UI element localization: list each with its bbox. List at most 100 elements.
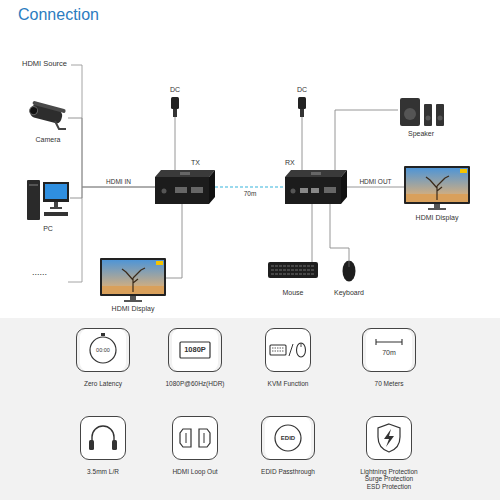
tx-hdmi-port bbox=[191, 187, 203, 193]
hdmi-cable bbox=[166, 204, 182, 278]
keyboard-keys bbox=[271, 266, 315, 274]
pc-screen bbox=[45, 184, 67, 199]
cable-label: 70m bbox=[242, 190, 259, 197]
rx-usb-port bbox=[311, 188, 319, 193]
speaker-cone bbox=[438, 116, 443, 121]
kvm-mouse-split bbox=[301, 343, 302, 347]
hdmi-cable bbox=[330, 204, 349, 260]
icon-ground bbox=[366, 416, 412, 460]
feature-caption: 70 Meters bbox=[375, 380, 404, 387]
tx-top bbox=[155, 170, 215, 177]
hdmi-display-picture bbox=[100, 258, 166, 302]
device-label: HDMI Display bbox=[112, 305, 155, 313]
device-label: Keyboard bbox=[334, 289, 364, 297]
feature-caption: Zero Latency bbox=[84, 380, 122, 387]
lightning-glyph bbox=[384, 429, 394, 447]
pc-monitor bbox=[43, 182, 69, 202]
device-label: DC bbox=[297, 86, 307, 94]
rx-front bbox=[285, 177, 341, 204]
rx-usb-port bbox=[300, 188, 308, 193]
feature-icon: KVM Function bbox=[265, 328, 311, 372]
extension-cable bbox=[215, 186, 285, 187]
pc-keyboard bbox=[44, 212, 68, 216]
feature-icon: HDMI Loop Out bbox=[172, 416, 218, 460]
dc-plug bbox=[171, 97, 179, 109]
source-bracket bbox=[68, 65, 82, 282]
tx-side bbox=[209, 170, 215, 204]
distance-glyph bbox=[376, 339, 402, 345]
device-label: Mouse bbox=[282, 289, 303, 297]
tx-logo bbox=[180, 172, 190, 175]
device-label: Camera bbox=[36, 136, 61, 144]
cable-label: HDMI IN bbox=[104, 178, 133, 185]
display-node: HDMI Display bbox=[100, 258, 166, 302]
feature-caption: 1080P@60Hz(HDR) bbox=[166, 380, 225, 387]
feature-caption: HDMI Loop Out bbox=[172, 468, 217, 475]
icon-text: 70m bbox=[363, 349, 415, 357]
feature-icon: EDIDEDID Passthrough bbox=[261, 416, 315, 460]
rx-logo bbox=[311, 172, 321, 175]
mouse-button-split bbox=[349, 261, 350, 267]
hdmi-pins bbox=[186, 433, 204, 443]
transmitter-box: TX bbox=[155, 170, 215, 204]
dc-plug-neck bbox=[300, 109, 304, 117]
mouse-picture bbox=[343, 261, 356, 282]
device-label: RX bbox=[285, 159, 295, 167]
feature-caption: Lightning Protection Surge Protection ES… bbox=[359, 468, 419, 490]
dc-plug-node: DC bbox=[170, 97, 180, 117]
shield-glyph bbox=[378, 424, 400, 452]
icon-text: 00:00 bbox=[77, 347, 129, 353]
camera-lens bbox=[29, 106, 39, 116]
hdmi-cable bbox=[70, 187, 155, 198]
clock-button bbox=[101, 333, 105, 336]
kvm-keys bbox=[272, 348, 284, 351]
icon-text: EDID bbox=[262, 435, 314, 442]
display-node: HDMI Display bbox=[404, 166, 470, 210]
rx-top bbox=[285, 170, 347, 177]
speaker-cone bbox=[426, 116, 431, 121]
subwoofer bbox=[400, 98, 420, 126]
satellite-speaker bbox=[436, 104, 444, 126]
camera-mount bbox=[55, 121, 66, 129]
headphone-band bbox=[92, 426, 114, 443]
hdmi-cable bbox=[347, 187, 404, 188]
camera-picture bbox=[28, 100, 66, 125]
hdmi-cable bbox=[175, 117, 176, 170]
tx-hdmi-port bbox=[175, 187, 187, 193]
speaker-node: Speaker bbox=[398, 94, 444, 126]
keyboard-picture bbox=[268, 262, 318, 278]
subwoofer-cone bbox=[404, 108, 416, 120]
icon-ground bbox=[172, 416, 218, 460]
feature-icon: 70m70 Meters bbox=[362, 328, 416, 372]
hdmi-display-picture bbox=[404, 166, 470, 210]
device-label: PC bbox=[43, 225, 53, 233]
rx-hdmi-port bbox=[324, 187, 336, 193]
group-heading: HDMI Source bbox=[22, 60, 67, 68]
dc-plug-node: DC bbox=[297, 97, 307, 117]
device-label: DC bbox=[170, 86, 180, 94]
input-device-node: Mouse bbox=[268, 262, 318, 278]
page-title: Connection bbox=[18, 6, 99, 24]
dc-plug bbox=[298, 97, 306, 109]
feature-icon: 1080P1080P@60Hz(HDR) bbox=[168, 328, 222, 372]
device-label: Speaker bbox=[408, 130, 434, 138]
camera-node: Camera bbox=[28, 104, 68, 132]
pc-tower bbox=[27, 180, 40, 220]
rx-side bbox=[341, 170, 347, 204]
cable-label: HDMI OUT bbox=[357, 178, 393, 185]
device-label: HDMI Display bbox=[416, 214, 459, 222]
icon-ground bbox=[265, 328, 311, 372]
device-label: TX bbox=[191, 159, 200, 167]
feature-panel bbox=[0, 318, 500, 500]
icon-text: 1080P bbox=[169, 346, 221, 354]
headphone-cup bbox=[112, 440, 117, 450]
icon-ground bbox=[80, 416, 126, 460]
input-device-node: Keyboard bbox=[342, 260, 356, 282]
pc-drive bbox=[29, 184, 38, 186]
hdmi-cable bbox=[302, 117, 303, 170]
kvm-slash bbox=[289, 344, 293, 356]
